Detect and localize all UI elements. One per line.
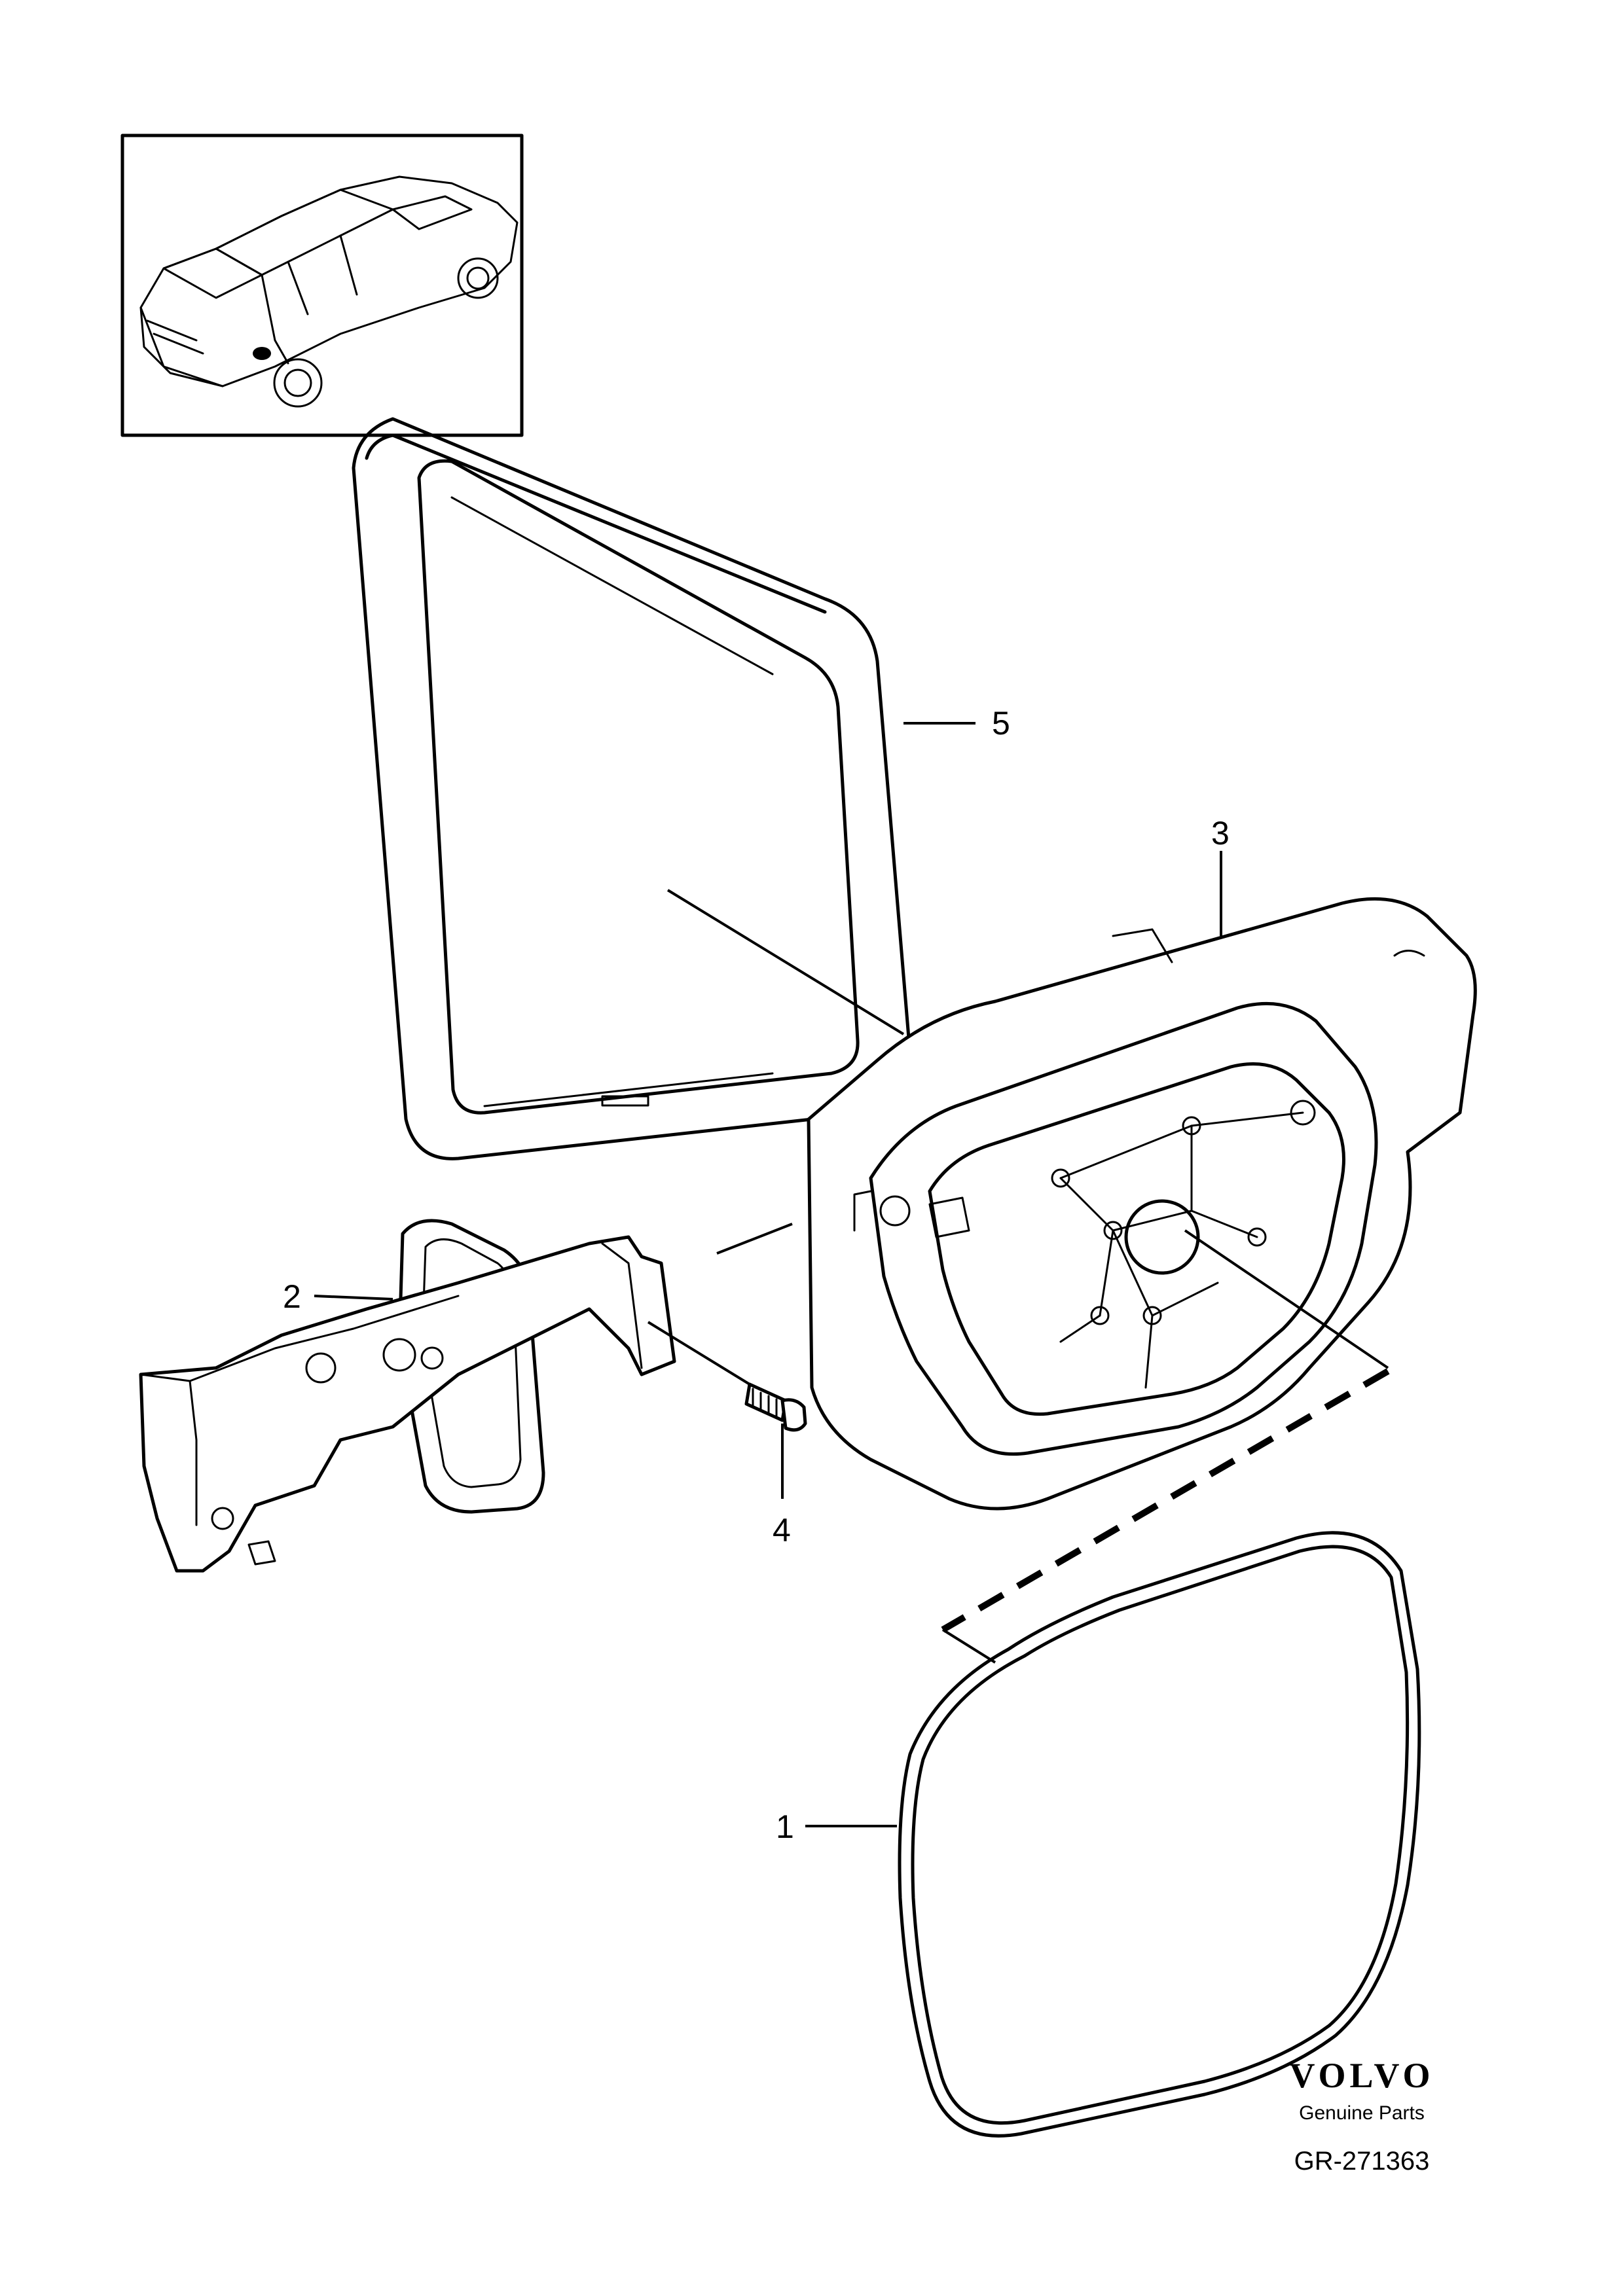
part-3-filler-housing bbox=[807, 897, 1477, 1511]
callout-4: 4 bbox=[773, 1512, 791, 1549]
diagram-reference: GR-271363 bbox=[1294, 2147, 1430, 2176]
brand-subtitle: Genuine Parts bbox=[1299, 2102, 1425, 2124]
part-4-screw bbox=[744, 1382, 807, 1432]
part-5-seal-ring bbox=[352, 417, 912, 1160]
callout-3: 3 bbox=[1211, 815, 1230, 852]
assembly-lines bbox=[647, 889, 1390, 1664]
part-1-filler-door bbox=[898, 1531, 1421, 2138]
part-2-lock-actuator bbox=[139, 1219, 676, 1573]
callout-5: 5 bbox=[992, 705, 1010, 742]
callout-2: 2 bbox=[283, 1278, 301, 1315]
vehicle-thumbnail bbox=[120, 134, 524, 437]
callout-1: 1 bbox=[776, 1808, 794, 1845]
volvo-logo: VOLVO bbox=[1289, 2056, 1434, 2095]
station-wagon-rear-view-icon bbox=[139, 175, 519, 408]
callout-leaders bbox=[314, 722, 1222, 1827]
